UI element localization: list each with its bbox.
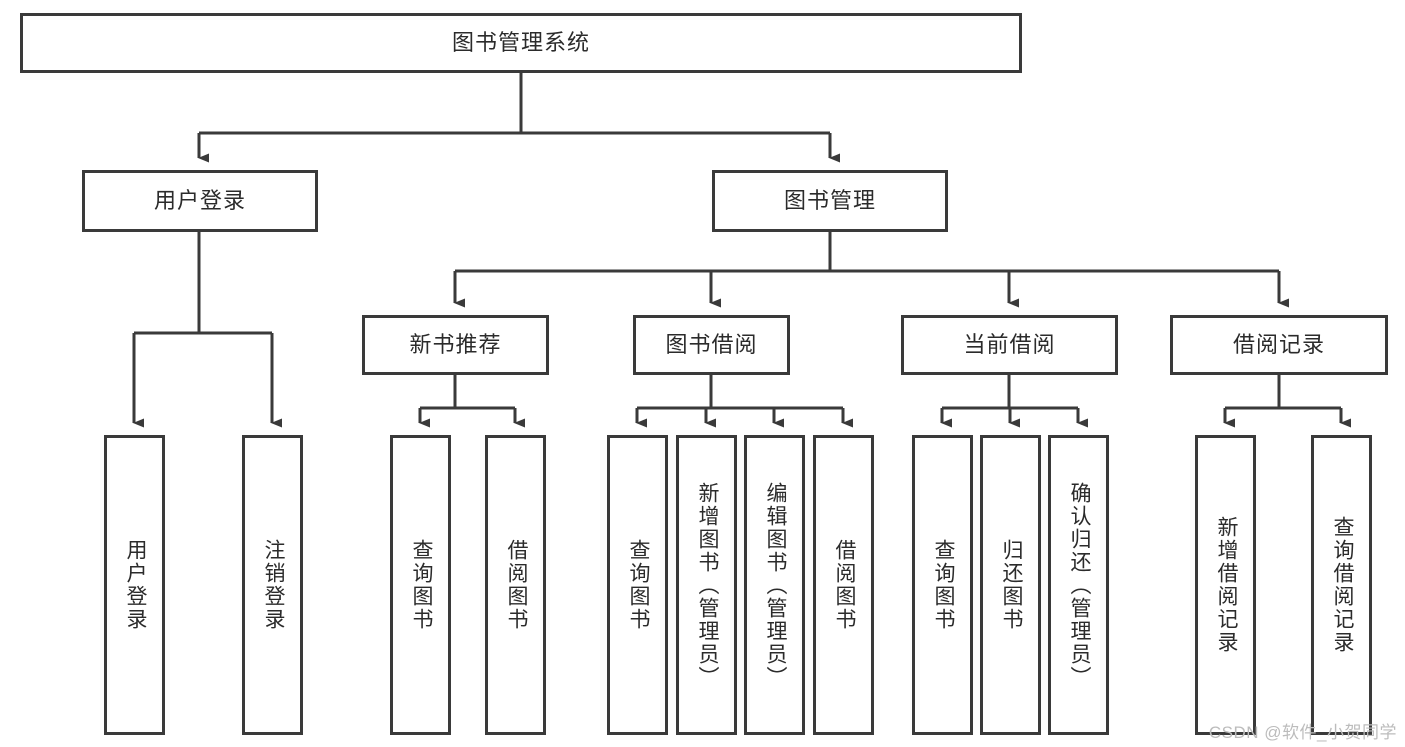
node-book-borrow[interactable]: 图书借阅	[633, 315, 790, 375]
leaf-new-book-borrow[interactable]: 借阅图书	[485, 435, 546, 735]
node-label: 归还图书	[999, 539, 1023, 631]
node-label: 注销登录	[261, 539, 285, 631]
node-label: 图书借阅	[665, 331, 758, 357]
node-label: 查询图书	[931, 539, 955, 631]
node-label: 编辑图书（管理员）	[763, 481, 787, 689]
leaf-book-borrow-add[interactable]: 新增图书（管理员）	[676, 435, 737, 735]
node-label: 查询图书	[626, 539, 650, 631]
leaf-book-borrow-edit[interactable]: 编辑图书（管理员）	[744, 435, 805, 735]
node-label: 确认归还（管理员）	[1067, 481, 1091, 689]
node-label: 借阅图书	[832, 539, 856, 631]
leaf-book-borrow-query[interactable]: 查询图书	[607, 435, 668, 735]
node-label: 图书管理	[783, 187, 876, 213]
node-label: 借阅图书	[504, 539, 528, 631]
node-label: 查询借阅记录	[1330, 516, 1354, 654]
node-user-login[interactable]: 用户登录	[82, 170, 318, 232]
node-label: 新书推荐	[409, 331, 502, 357]
leaf-current-borrow-return[interactable]: 归还图书	[980, 435, 1041, 735]
leaf-current-borrow-confirm-return[interactable]: 确认归还（管理员）	[1048, 435, 1109, 735]
node-book-management[interactable]: 图书管理	[712, 170, 948, 232]
leaf-current-borrow-query[interactable]: 查询图书	[912, 435, 973, 735]
leaf-book-borrow-borrow[interactable]: 借阅图书	[813, 435, 874, 735]
node-label: 图书管理系统	[451, 29, 590, 55]
node-label: 新增图书（管理员）	[695, 481, 719, 689]
leaf-new-book-query[interactable]: 查询图书	[390, 435, 451, 735]
node-borrow-record[interactable]: 借阅记录	[1170, 315, 1388, 375]
node-label: 用户登录	[123, 539, 147, 631]
watermark: CSDN @软件_小贺同学	[1208, 723, 1397, 742]
leaf-user-login-login[interactable]: 用户登录	[104, 435, 165, 735]
node-label: 借阅记录	[1232, 331, 1325, 357]
leaf-borrow-record-add[interactable]: 新增借阅记录	[1195, 435, 1256, 735]
node-label: 当前借阅	[963, 331, 1056, 357]
leaf-user-login-logout[interactable]: 注销登录	[242, 435, 303, 735]
node-label: 用户登录	[153, 187, 246, 213]
node-current-borrow[interactable]: 当前借阅	[901, 315, 1118, 375]
node-new-book-recommend[interactable]: 新书推荐	[362, 315, 549, 375]
leaf-borrow-record-query[interactable]: 查询借阅记录	[1311, 435, 1372, 735]
node-root-system[interactable]: 图书管理系统	[20, 13, 1022, 73]
node-label: 新增借阅记录	[1214, 516, 1238, 654]
node-label: 查询图书	[409, 539, 433, 631]
